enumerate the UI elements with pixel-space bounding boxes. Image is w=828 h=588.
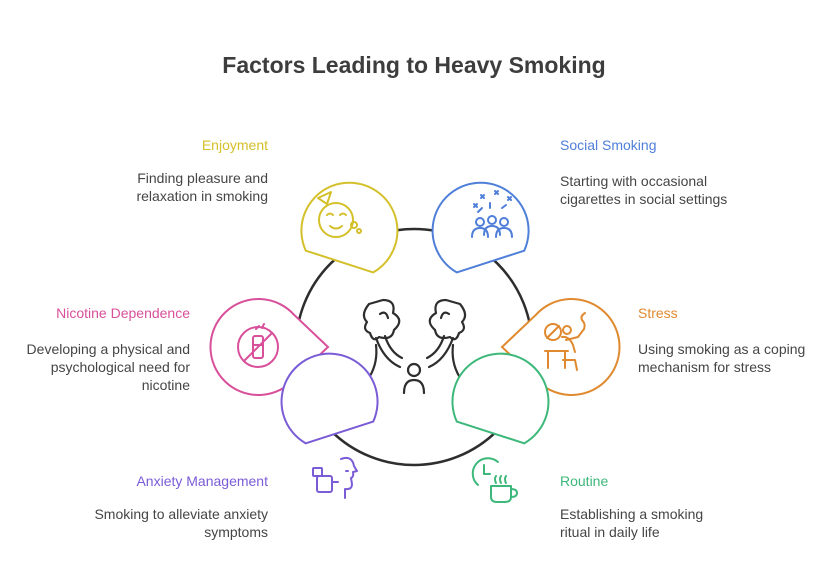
factor-node-routine (451, 352, 550, 503)
factor-node-anxiety-management (280, 352, 379, 499)
inhaler-icon (312, 456, 358, 499)
smoke-person-icon (362, 298, 467, 395)
enjoyment-description: Finding pleasure and relaxation in smoki… (136, 170, 268, 204)
social-smoking-label: Social Smoking (560, 137, 657, 153)
petal-enjoyment (300, 181, 399, 274)
clock-coffee-icon (471, 457, 518, 503)
factor-node-social-smoking (431, 181, 530, 274)
nicotine-dependence-description: Developing a physical and psychological … (26, 341, 190, 393)
social-smoking-description: Starting with occasional cigarettes in s… (560, 173, 728, 207)
enjoyment-label: Enjoyment (201, 137, 268, 153)
routine-description: Establishing a smoking ritual in daily l… (560, 506, 704, 540)
anxiety-management-label: Anxiety Management (136, 473, 268, 489)
routine-label: Routine (560, 473, 609, 489)
petal-routine (451, 352, 550, 445)
group-people-icon (471, 190, 513, 238)
smiling-face-icon (317, 191, 362, 238)
petal-anxiety-management (280, 352, 379, 445)
stressed-person-smoking-icon (544, 312, 586, 371)
stress-label: Stress (638, 305, 678, 321)
stress-description: Using smoking as a coping mechanism for … (638, 341, 806, 375)
factor-node-enjoyment (300, 181, 399, 274)
anxiety-management-description: Smoking to alleviate anxiety symptoms (94, 506, 268, 540)
no-nicotine-icon (237, 323, 279, 368)
nicotine-dependence-label: Nicotine Dependence (56, 305, 190, 321)
diagram-title: Factors Leading to Heavy Smoking (222, 52, 606, 78)
